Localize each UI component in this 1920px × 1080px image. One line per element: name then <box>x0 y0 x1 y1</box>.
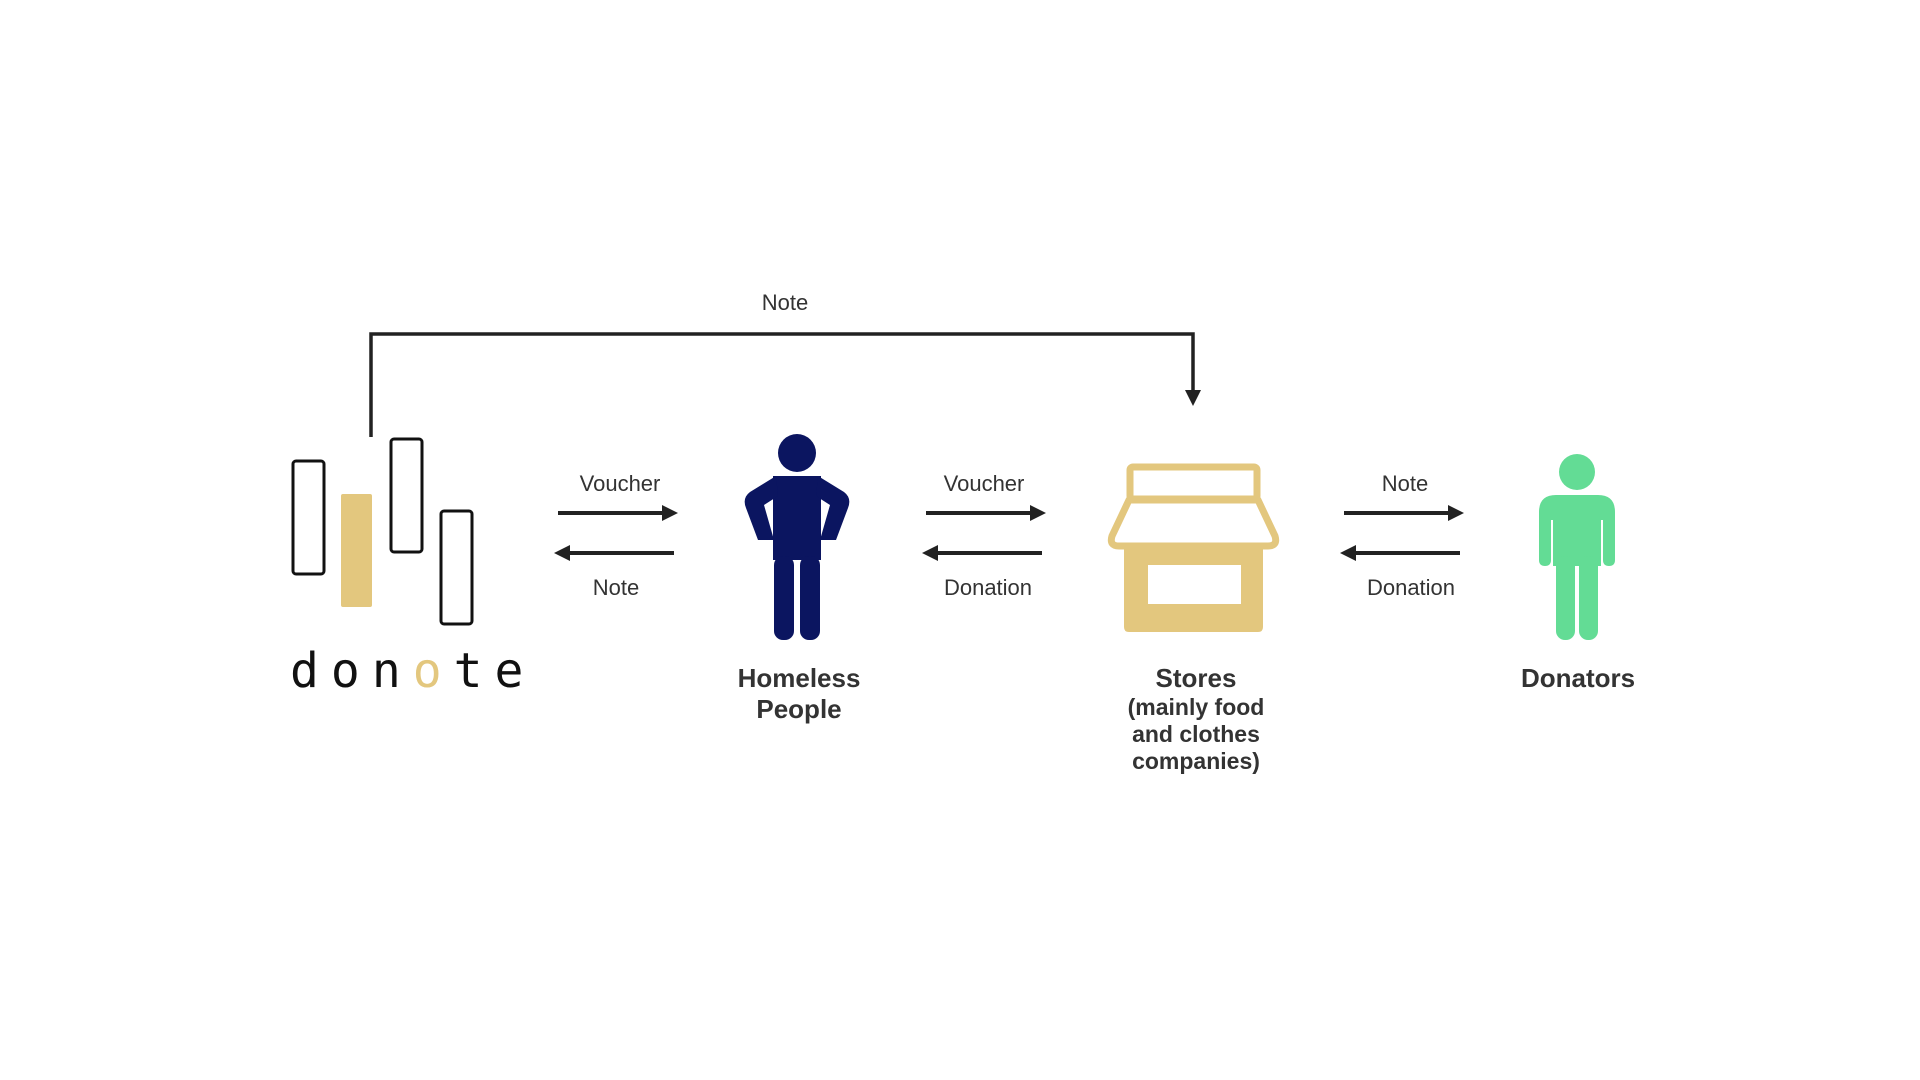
voucher-to-homeless-label: Voucher <box>579 471 661 496</box>
arrowhead-donation-to-stores <box>1340 545 1356 561</box>
homeless-title-line2: People <box>756 694 842 724</box>
homeless-title-line1: Homeless <box>737 663 861 693</box>
arrowhead-note-to-donators <box>1448 505 1464 521</box>
note-to-donote-label: Note <box>592 575 640 600</box>
voucher-to-stores-label: Voucher <box>943 471 1025 496</box>
donators-label: Donators <box>1521 663 1635 694</box>
person-hands-on-hips-icon <box>744 434 850 640</box>
logo-bar-1 <box>291 459 326 576</box>
stores-sub-line2: and clothes <box>1132 721 1260 747</box>
arrowhead-voucher-to-stores <box>1030 505 1046 521</box>
stores-title: Stores <box>1155 663 1237 693</box>
logo-bar-3 <box>389 437 424 554</box>
donote-wordmark: donote <box>290 647 535 695</box>
arrowhead-note-to-donote <box>554 545 570 561</box>
wordmark-letter-e: e <box>494 643 536 699</box>
wordmark-letter-o: o <box>330 643 372 699</box>
top-note-label: Note <box>761 290 809 315</box>
storefront-icon <box>1107 463 1280 632</box>
note-to-donators-label: Note <box>1381 471 1429 496</box>
top-note-arrowhead <box>1185 390 1201 406</box>
arrowhead-donation-to-homeless <box>922 545 938 561</box>
stores-label: Stores (mainly food and clothes companie… <box>1128 663 1265 775</box>
wordmark-letter-d: d <box>290 643 331 699</box>
top-note-connector <box>369 332 1195 437</box>
logo-bar-2-gold <box>341 494 372 607</box>
logo-bar-4 <box>439 509 474 626</box>
homeless-people-label: Homeless People <box>738 663 861 725</box>
wordmark-letter-o-highlight: o <box>412 643 454 699</box>
stores-sub-line3: companies) <box>1132 748 1260 774</box>
donote-bars-logo <box>291 437 474 626</box>
stores-sub-line1: (mainly food <box>1127 694 1265 720</box>
arrowhead-voucher-to-homeless <box>662 505 678 521</box>
wordmark-letter-t: t <box>453 643 495 699</box>
donators-title: Donators <box>1520 663 1636 693</box>
donation-to-homeless-label: Donation <box>943 575 1033 600</box>
donation-to-stores-label: Donation <box>1366 575 1456 600</box>
wordmark-letter-n: n <box>371 643 413 699</box>
person-icon <box>1539 454 1615 640</box>
